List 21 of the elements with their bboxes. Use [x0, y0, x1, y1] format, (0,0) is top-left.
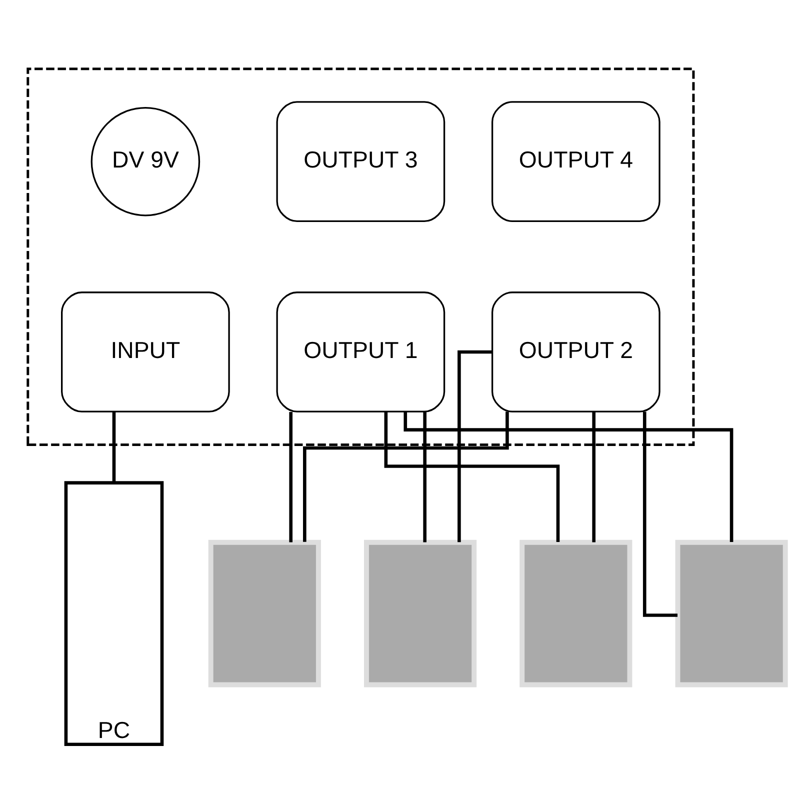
connector	[112, 412, 116, 482]
node-box: OUTPUT 4	[491, 101, 660, 222]
node-monitor	[675, 540, 788, 688]
node-box: PC	[64, 481, 164, 746]
node-box: INPUT	[61, 292, 230, 412]
cluster	[26, 68, 695, 446]
connector	[423, 412, 426, 542]
connector	[404, 412, 734, 542]
node-monitor	[364, 540, 477, 688]
connector	[458, 350, 492, 542]
node-monitor	[520, 540, 632, 688]
node-box: OUTPUT 1	[276, 292, 446, 412]
connector	[303, 412, 509, 542]
node-monitor	[208, 540, 321, 688]
connector	[289, 412, 293, 542]
connector	[642, 412, 678, 617]
node-box: OUTPUT 2	[491, 292, 660, 412]
connector	[592, 412, 596, 542]
connector	[384, 412, 560, 542]
node-box: OUTPUT 3	[276, 101, 446, 222]
node-circle: DV 9V	[90, 106, 200, 216]
